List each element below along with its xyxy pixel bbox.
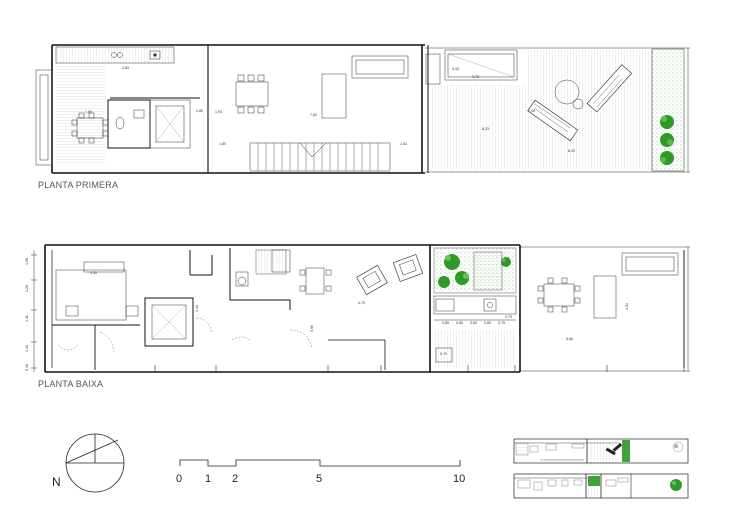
dim-label: 4,51 (625, 303, 629, 310)
key-plan-ground-thumbnail (513, 473, 689, 499)
dim-label: 8,23 (568, 149, 575, 153)
dim-label: 7,60 (310, 113, 317, 117)
scale-tick-1: 1 (205, 473, 211, 485)
north-label: N (52, 475, 61, 489)
dim-label: 1,10 (25, 345, 29, 352)
dim-label: 1,05 (25, 258, 29, 265)
dim-label: 0,40 (25, 364, 29, 371)
scale-tick-5: 5 (316, 473, 322, 485)
dim-label: 2,83 (122, 66, 129, 70)
dim-label: 5,66 (566, 337, 573, 341)
scale-bar: 0 1 2 5 10 (176, 459, 465, 485)
ground-floor-title: PLANTA BAIXA (38, 379, 103, 389)
dim-label: 0,85 (442, 321, 449, 325)
dim-label: 4,40 (90, 271, 97, 275)
north-arrow: N (52, 433, 125, 493)
dim-label: 5,43 (452, 67, 459, 71)
scale-tick-0: 0 (176, 473, 182, 485)
dim-label: 0,90 (310, 325, 314, 332)
dim-label: 3,75 (472, 75, 479, 79)
upper-floor-title: PLANTA PRIMERA (38, 180, 118, 190)
dim-label: 0,75 (505, 315, 512, 319)
dim-label: 0,80 (456, 321, 463, 325)
dim-label: 8,23 (482, 127, 489, 131)
ground-floor-plan (31, 244, 690, 373)
scale-tick-10: 10 (453, 473, 465, 485)
ground-floor-dimensions: 1,05 1,20 1,11 1,10 0,40 4,40 0,90 1,40 … (25, 258, 629, 371)
dim-label: 1,11 (25, 315, 29, 322)
key-plan-upper-thumbnail (513, 438, 689, 464)
upper-floor-dimensions: 2,83 1,89 2,80 7,60 1,80 1,93 1,83 3,75 … (85, 66, 575, 153)
dim-label: 1,80 (219, 142, 226, 146)
dim-label: 0,70 (440, 352, 447, 356)
dim-label: 1,89 (85, 110, 92, 114)
dim-label: 1,40 (195, 305, 199, 312)
dim-label: 4,70 (358, 301, 365, 305)
dim-label: 2,80 (196, 109, 203, 113)
dim-label: 1,06 (528, 109, 535, 113)
dim-label: 0,80 (470, 321, 477, 325)
dim-label: 1,83 (400, 142, 407, 146)
dim-label: 1,20 (25, 285, 29, 292)
scale-tick-2: 2 (232, 473, 238, 485)
dim-label: 0,75 (498, 321, 505, 325)
dim-label: 0,80 (484, 321, 491, 325)
upper-floor-plan (35, 44, 690, 174)
dim-label: 1,93 (215, 110, 222, 114)
